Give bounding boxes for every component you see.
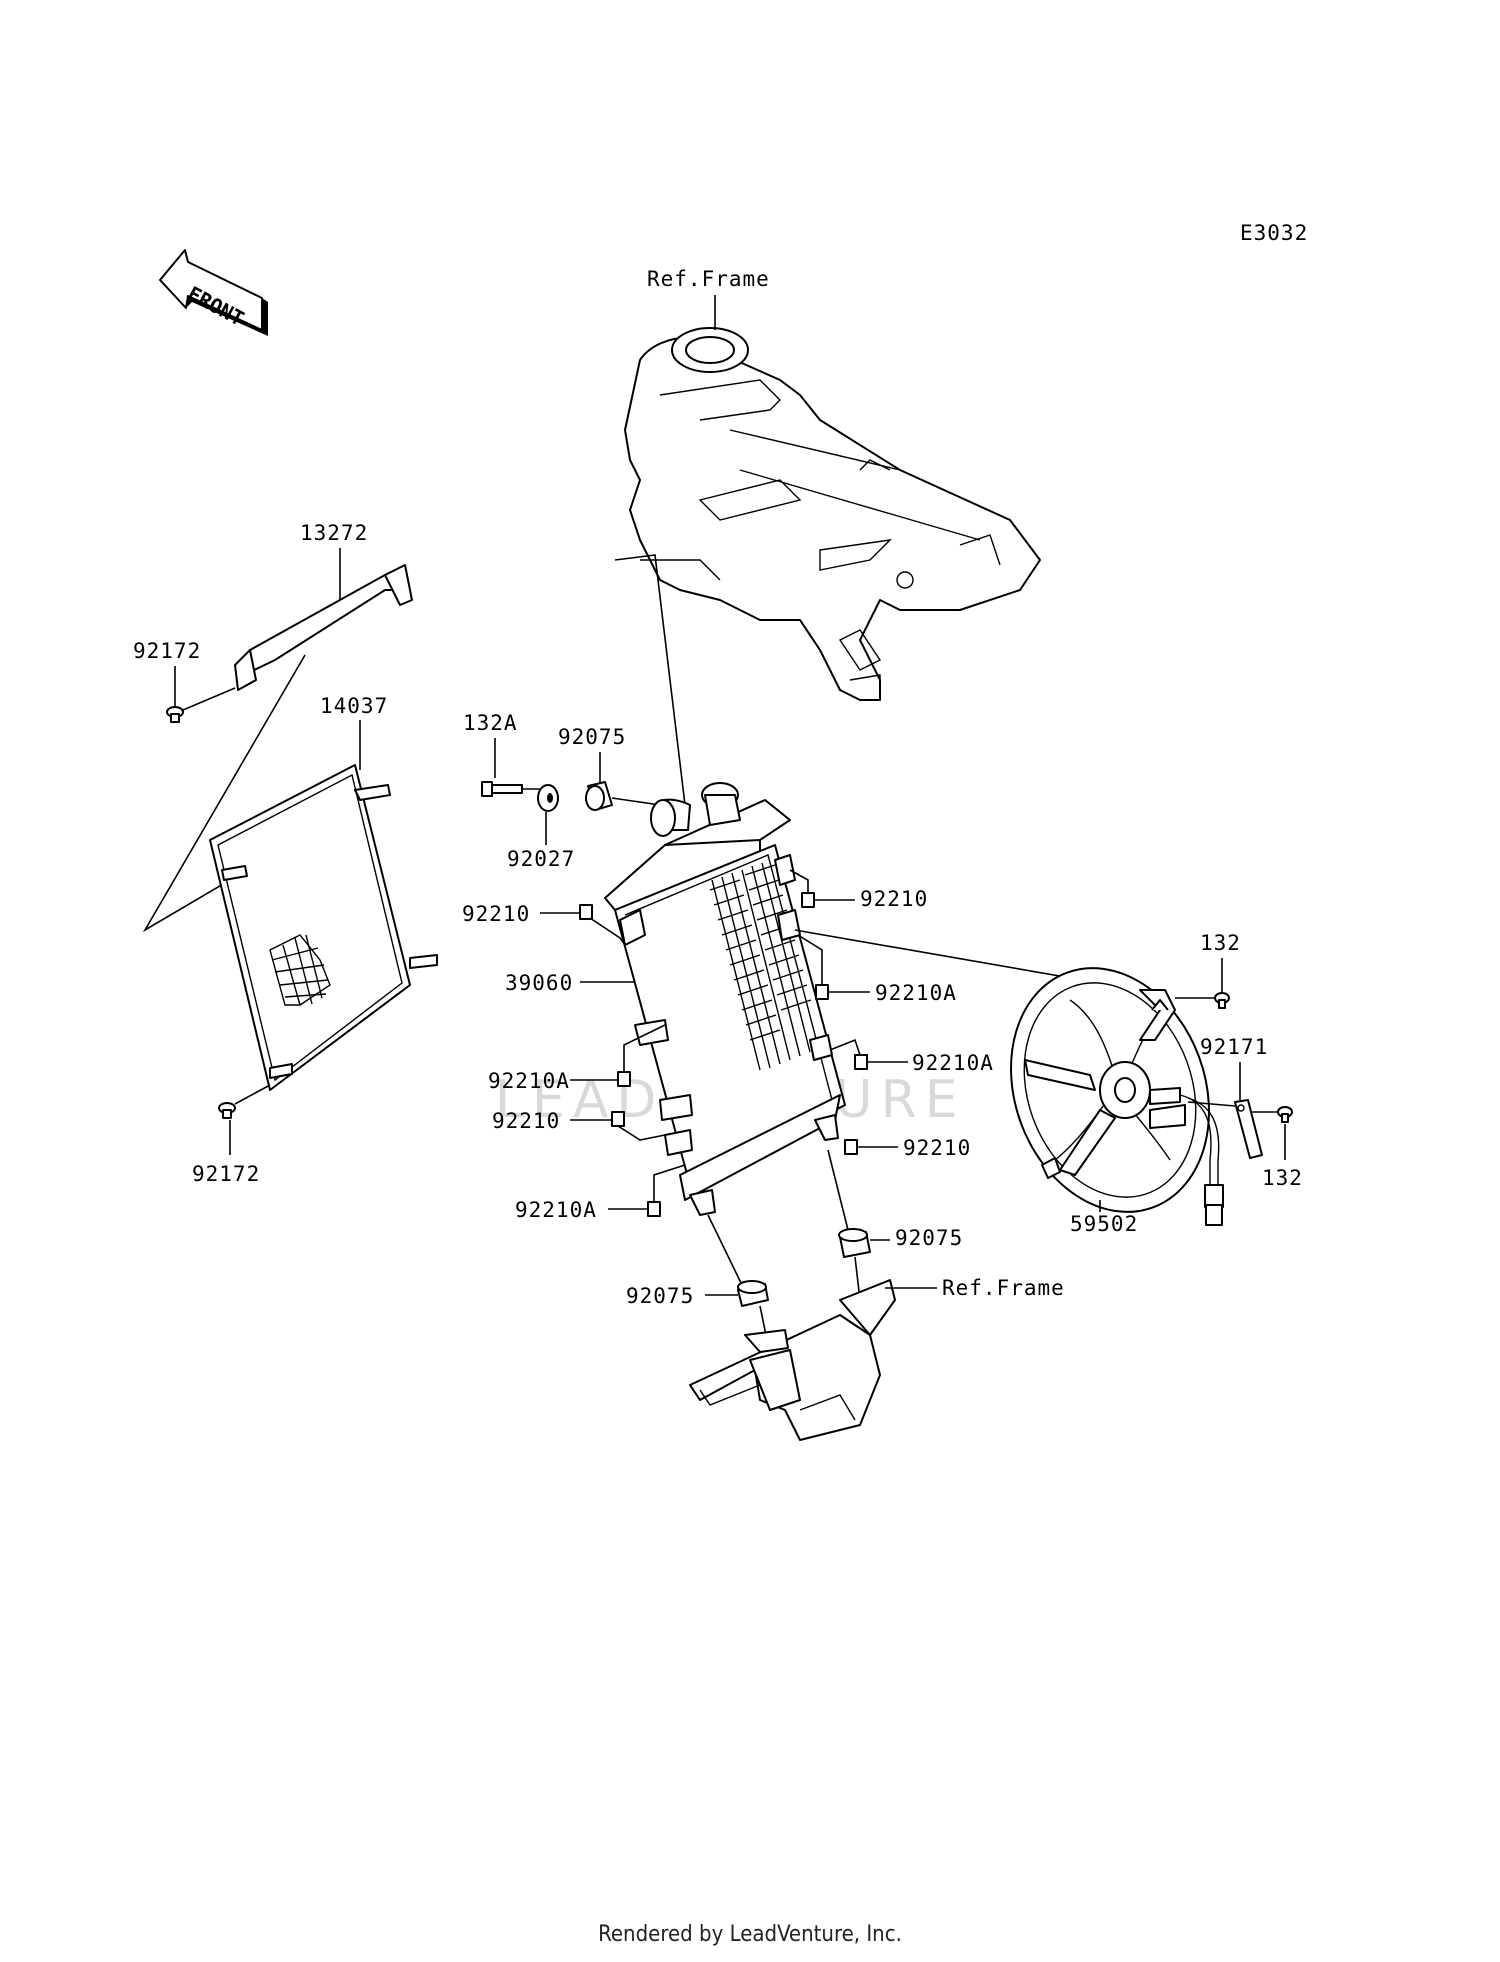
callout-92210-left-top: 92210: [462, 902, 530, 926]
callout-ref-frame-bottom: Ref.Frame: [942, 1276, 1065, 1300]
callout-92210a-right-1: 92210A: [875, 981, 957, 1005]
guide-line: [234, 1084, 271, 1105]
grommet-92075-top-icon: [585, 781, 613, 811]
callout-92171: 92171: [1200, 1035, 1268, 1059]
guide-line: [614, 554, 686, 806]
clip-nut-92210-right-low-icon: [844, 1139, 858, 1155]
guide-line: [142, 654, 306, 933]
radiator-39060-drawing: [604, 782, 846, 1216]
callout-92210-right-low: 92210: [903, 1136, 971, 1160]
callout-14037: 14037: [320, 694, 388, 718]
clip-nut-92210a-right-1-icon: [815, 984, 829, 1000]
diagram-code: E3032: [1240, 221, 1308, 245]
guide-line: [829, 1038, 861, 1056]
callout-92210a-left-mid: 92210A: [488, 1069, 570, 1093]
callout-132-top: 132: [1200, 931, 1241, 955]
clip-nut-92210-right-top-icon: [801, 892, 815, 908]
clip-nut-92210a-right-2-icon: [854, 1054, 868, 1070]
callout-132-bottom: 132: [1262, 1166, 1303, 1190]
washer-92027-icon: [537, 784, 559, 812]
grommet-92075-left-icon: [737, 1280, 769, 1307]
screw-132-bottom-icon: [1277, 1106, 1293, 1123]
guide-line: [653, 1164, 686, 1202]
screw-92172-top-icon: [166, 706, 184, 723]
callout-59502: 59502: [1070, 1212, 1138, 1236]
callout-92210a-left-bottom: 92210A: [515, 1198, 597, 1222]
clip-nut-92210-left-top-icon: [579, 904, 593, 920]
callout-92172-bottom: 92172: [192, 1162, 260, 1186]
callout-92210a-right-2: 92210A: [912, 1051, 994, 1075]
frame-lower-drawing: [689, 1279, 896, 1441]
clip-nut-92210a-left-bottom-icon: [647, 1201, 661, 1217]
callout-92210-right-top: 92210: [860, 887, 928, 911]
radiator-screen-14037-drawing: [209, 764, 438, 1091]
bracket-13272-drawing: [234, 564, 413, 691]
guide-line: [827, 1149, 849, 1231]
guide-line: [789, 869, 809, 893]
guide-line: [611, 797, 661, 806]
frame-upper-drawing: [624, 327, 1041, 701]
callout-13272: 13272: [300, 521, 368, 545]
callout-92075-left: 92075: [626, 1284, 694, 1308]
guide-line: [623, 1024, 666, 1072]
guide-line: [797, 934, 823, 985]
callout-39060: 39060: [505, 971, 573, 995]
screw-132-top-icon: [1214, 992, 1230, 1009]
guide-line: [617, 1125, 666, 1141]
callout-92210-left-low: 92210: [492, 1109, 560, 1133]
cooling-fan-59502-drawing: [1010, 967, 1224, 1226]
callout-92027: 92027: [507, 847, 575, 871]
clip-nut-92210-left-low-icon: [611, 1111, 625, 1127]
guide-line: [589, 917, 626, 946]
callout-ref-frame-top: Ref.Frame: [647, 267, 770, 291]
screw-92172-bottom-icon: [218, 1102, 236, 1119]
callout-92172-top: 92172: [133, 639, 201, 663]
front-arrow-icon: FRONT: [159, 249, 268, 336]
bolt-132a-icon: [481, 781, 523, 797]
callout-92075-right: 92075: [895, 1226, 963, 1250]
guide-line: [707, 1214, 743, 1286]
grommet-92075-right-icon: [838, 1228, 871, 1258]
guide-line: [182, 687, 236, 711]
callout-92075-top: 92075: [558, 725, 626, 749]
guide-line: [1187, 1101, 1236, 1107]
callout-132a: 132A: [463, 711, 518, 735]
clip-nut-92210a-left-mid-icon: [617, 1071, 631, 1087]
clamp-92171-icon: [1234, 1099, 1263, 1159]
footer-credit: Rendered by LeadVenture, Inc.: [598, 1922, 902, 1947]
